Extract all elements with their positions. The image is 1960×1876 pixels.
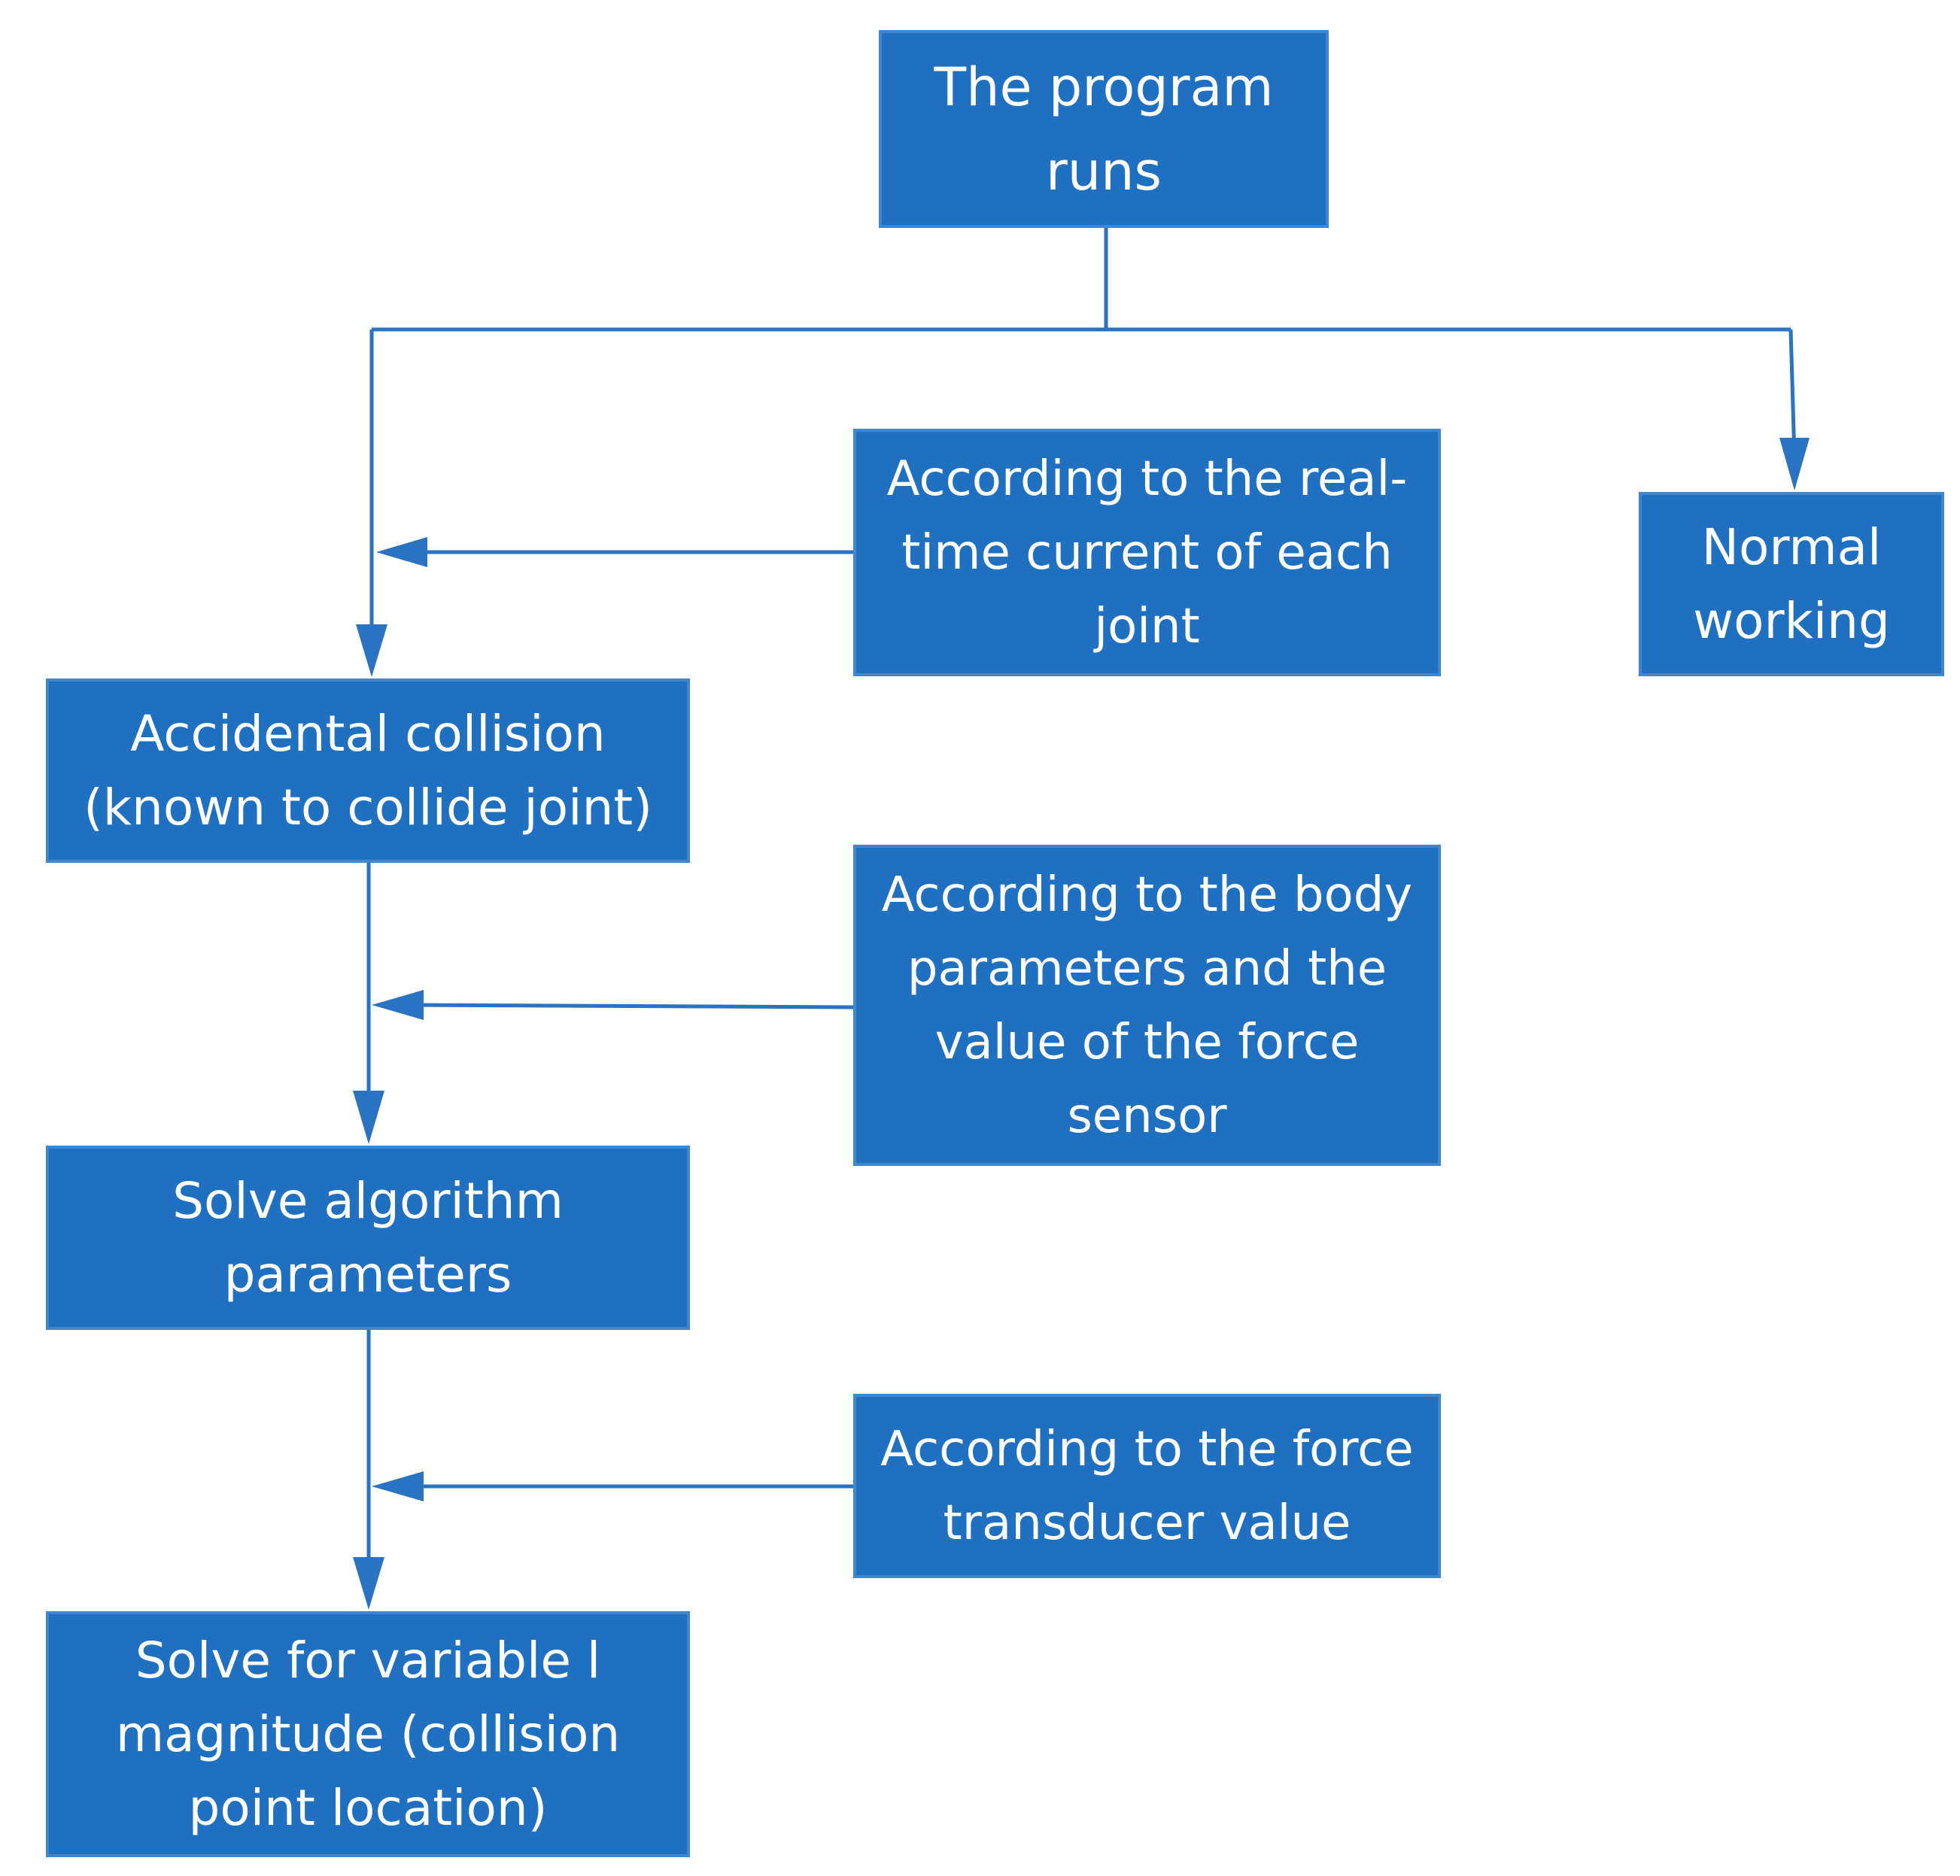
connector-to-normal xyxy=(1788,329,1797,458)
program-runs-label: The program runs xyxy=(934,56,1274,202)
arrowhead-from-body xyxy=(372,990,424,1020)
solve-algorithm-node: Solve algorithm parameters xyxy=(46,1146,690,1330)
arrowhead-to-collision xyxy=(356,624,387,677)
solve-variable-label: Solve for variable l magnitude (collisio… xyxy=(115,1631,621,1837)
realtime-current-label: According to the real- time current of e… xyxy=(886,451,1408,654)
arrowhead-to-variable xyxy=(353,1557,384,1610)
normal-working-label: Normal working xyxy=(1693,518,1890,650)
body-parameters-node: According to the body parameters and the… xyxy=(853,845,1441,1166)
body-parameters-label: According to the body parameters and the… xyxy=(881,867,1413,1144)
realtime-current-node: According to the real- time current of e… xyxy=(853,429,1441,676)
force-transducer-label: According to the force transducer value xyxy=(880,1421,1414,1551)
connector-from-body xyxy=(402,1003,854,1009)
program-runs-node: The program runs xyxy=(879,30,1329,228)
accidental-collision-label: Accidental collision (known to collide j… xyxy=(84,704,652,836)
arrowhead-to-normal xyxy=(1779,438,1810,490)
arrowhead-to-solve xyxy=(353,1091,384,1144)
normal-working-node: Normal working xyxy=(1639,492,1944,676)
arrowhead-from-current xyxy=(376,537,427,567)
force-transducer-node: According to the force transducer value xyxy=(853,1394,1441,1578)
solve-algorithm-label: Solve algorithm parameters xyxy=(172,1171,564,1304)
accidental-collision-node: Accidental collision (known to collide j… xyxy=(46,678,690,863)
arrowhead-from-force xyxy=(372,1471,424,1501)
solve-variable-node: Solve for variable l magnitude (collisio… xyxy=(46,1611,690,1857)
